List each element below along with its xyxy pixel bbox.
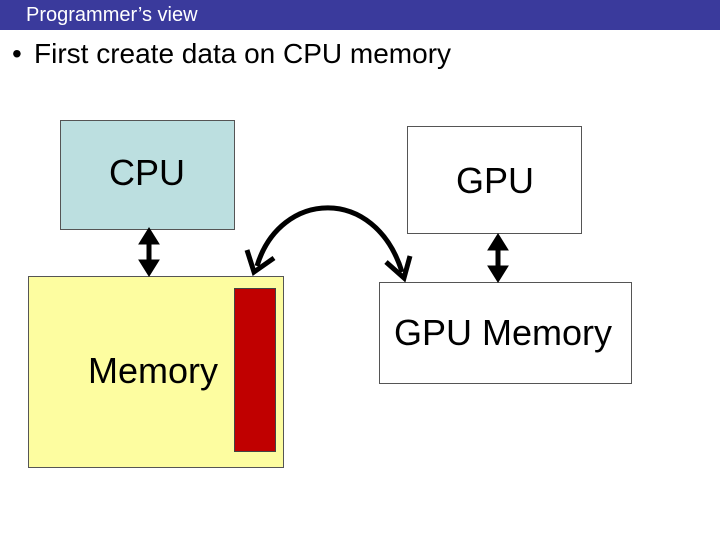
cpu-box xyxy=(60,120,235,230)
memory-transfer-curved-arrow xyxy=(244,205,413,283)
bullet-text: First create data on CPU memory xyxy=(34,38,452,69)
slide-title: Programmer’s view xyxy=(26,4,198,26)
gpu-label: GPU xyxy=(456,160,535,201)
cpu-memory-double-arrow xyxy=(138,227,160,277)
cpu-label: CPU xyxy=(109,152,186,193)
gpu-box xyxy=(407,126,582,234)
bullet-point: • First create data on CPU memory xyxy=(12,36,451,72)
title-bar: Programmer’s view xyxy=(0,0,720,30)
gpu-memory-label: GPU Memory xyxy=(394,312,613,353)
gpu-gpumemory-double-arrow xyxy=(487,233,509,283)
gpu-memory-box xyxy=(379,282,632,384)
data-block xyxy=(234,288,276,452)
memory-label: Memory xyxy=(88,350,219,391)
bullet-symbol: • xyxy=(12,38,22,69)
